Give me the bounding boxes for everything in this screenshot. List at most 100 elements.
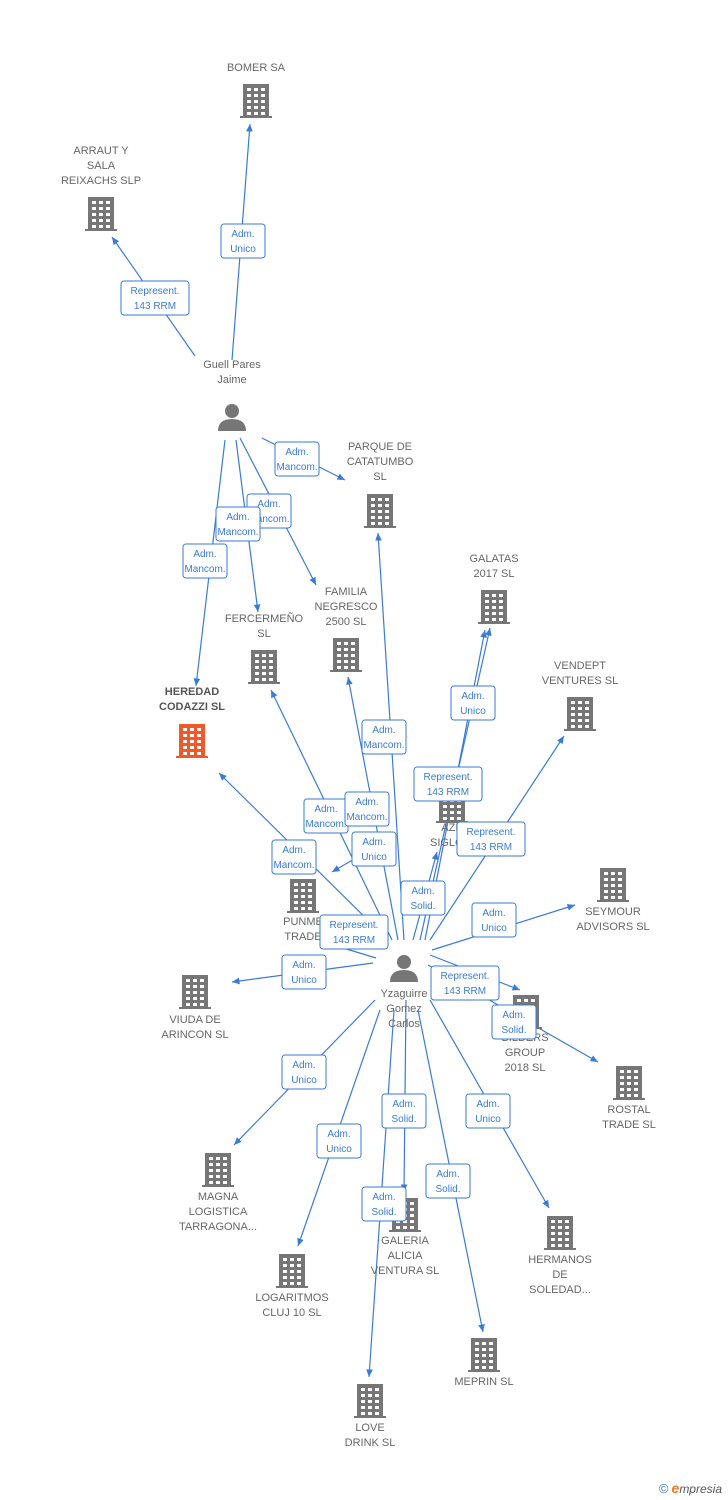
edge-label-guell-heredad[interactable]: Adm. Mancom. — [182, 543, 228, 579]
building-icon — [276, 1254, 308, 1288]
edge-label-yzaguirre-bilders[interactable]: Represent.143 RRM — [430, 965, 500, 1001]
company-node-meprin[interactable]: MEPRIN SL — [454, 1338, 514, 1388]
edge-label-line: Unico — [481, 923, 507, 934]
edge-label-box — [220, 223, 266, 259]
edge-label-box — [351, 831, 397, 867]
edge-label-yzaguirre-rostal[interactable]: Adm.Solid. — [491, 1004, 537, 1040]
edge-label-line: Adm. — [282, 845, 305, 856]
edge-label-yzaguirre-azp[interactable]: Adm.Solid. — [400, 880, 446, 916]
edge-label-box — [491, 1004, 537, 1040]
edge-label-line: Adm. — [193, 549, 216, 560]
company-node-bomer[interactable]: BOMER SA — [227, 62, 286, 118]
brand-name: mpresia — [679, 1482, 722, 1496]
company-node-hermanos[interactable]: HERMANOSDESOLEDAD... — [528, 1216, 592, 1296]
edge-label-yzaguirre-familia[interactable]: Adm.Mancom. — [303, 798, 349, 834]
node-label-line: Guell Pares — [203, 359, 261, 371]
node-label-line: REIXACHS SLP — [61, 175, 141, 187]
edge-label-line: Adm. — [461, 691, 484, 702]
edge-label-line: Mancom. — [276, 462, 317, 473]
edge-label-yzaguirre-punme[interactable]: Represent.143 RRM — [319, 914, 389, 950]
node-label-line: 2500 SL — [326, 616, 367, 628]
footer-brand: ©empresia — [659, 1480, 722, 1496]
edge-label-line: Solid. — [391, 1114, 416, 1125]
edge-label-line: Adm. — [355, 797, 378, 808]
edge-label-line: Solid. — [371, 1207, 396, 1218]
edge-label-yzaguirre-galatas[interactable]: Represent.143 RRM — [413, 766, 483, 802]
edge-label-line: Unico — [361, 852, 387, 863]
node-label-line: DE — [552, 1269, 567, 1281]
edge-label-yzaguirre-azp[interactable]: Adm.Unico — [351, 831, 397, 867]
edge-label-guell-fercermeno[interactable]: Adm.Mancom. — [215, 506, 261, 542]
edge-label-yzaguirre-logaritmos[interactable]: Adm.Unico — [316, 1123, 362, 1159]
building-icon — [544, 1216, 576, 1250]
node-label-line: ARRAUT Y — [73, 145, 129, 157]
node-label-line: MEPRIN SL — [454, 1376, 513, 1388]
edge-label-line: 143 RRM — [333, 935, 375, 946]
edge-label-yzaguirre-fercermeno[interactable]: Adm.Mancom. — [344, 791, 390, 827]
node-label-line: SL — [373, 471, 386, 483]
edge-label-line: 143 RRM — [444, 986, 486, 997]
edge-label-line: Mancom. — [273, 860, 314, 871]
edge-label-line: Unico — [460, 706, 486, 717]
edge-label-box — [281, 1054, 327, 1090]
node-label-line: TRADE SL — [602, 1119, 656, 1131]
edge-label-yzaguirre-viuda[interactable]: Adm.Unico — [281, 954, 327, 990]
edge-label-box — [120, 280, 190, 316]
edge-label-line: Adm. — [292, 960, 315, 971]
node-label-line: SOLEDAD... — [529, 1284, 591, 1296]
edge-label-yzaguirre-seymour[interactable]: Adm.Unico — [471, 902, 517, 938]
edge-label-guell-parque[interactable]: Adm.Mancom. — [274, 441, 320, 477]
edge-label-box — [319, 914, 389, 950]
edge-label-line: Adm. — [502, 1010, 525, 1021]
edge-label-yzaguirre-parque[interactable]: Adm.Mancom. — [361, 719, 407, 755]
node-label-line: FERCERMEÑO — [225, 612, 304, 625]
edge-label-line: Represent. — [131, 286, 180, 297]
node-label-line: GALERIA — [381, 1235, 429, 1247]
node-label-line: LOGISTICA — [189, 1206, 248, 1218]
edge-label-yzaguirre-vendept[interactable]: Represent.143 RRM — [456, 821, 526, 857]
edge-label-yzaguirre-galeria[interactable]: Adm. Solid. — [381, 1093, 427, 1129]
building-icon — [85, 197, 117, 231]
edge-label-yzaguirre-galatas[interactable]: Adm. Unico — [450, 685, 496, 721]
edge-label-yzaguirre-hermanos[interactable]: Adm.Unico — [465, 1093, 511, 1129]
company-node-magna[interactable]: MAGNALOGISTICATARRAGONA... — [179, 1153, 257, 1233]
edge-label-line: Mancom. — [248, 514, 289, 525]
edge-label-guell-bomer[interactable]: Adm.Unico — [220, 223, 266, 259]
node-label-line: SEYMOUR — [585, 906, 641, 918]
edge-label-yzaguirre-magna[interactable]: Adm.Unico — [281, 1054, 327, 1090]
person-icon — [390, 955, 418, 982]
node-label-line: ALICIA — [388, 1250, 424, 1262]
edge-label-box — [182, 543, 228, 579]
edge-label-line: Mancom. — [184, 564, 225, 575]
edge-label-line: Adm. — [372, 1192, 395, 1203]
node-label-line: PUNME — [283, 916, 323, 928]
edge-label-yzaguirre-meprin[interactable]: Adm.Solid. — [425, 1163, 471, 1199]
edge-label-box — [381, 1093, 427, 1129]
edge-label-line: Unico — [475, 1114, 501, 1125]
edge-label-line: Adm. — [392, 1099, 415, 1110]
edge-label-line: Solid. — [435, 1184, 460, 1195]
edge-label-line: Adm. — [257, 499, 280, 510]
node-label-line: PARQUE DE — [348, 441, 412, 453]
edge-label-box — [271, 839, 317, 875]
edge-label-yzaguirre-heredad[interactable]: Adm. Mancom. — [271, 839, 317, 875]
edge-label-guell-arraut[interactable]: Represent.143 RRM — [120, 280, 190, 316]
edge-label-line: Unico — [291, 1075, 317, 1086]
edge-label-yzaguirre-love[interactable]: Adm. Solid. — [361, 1186, 407, 1222]
